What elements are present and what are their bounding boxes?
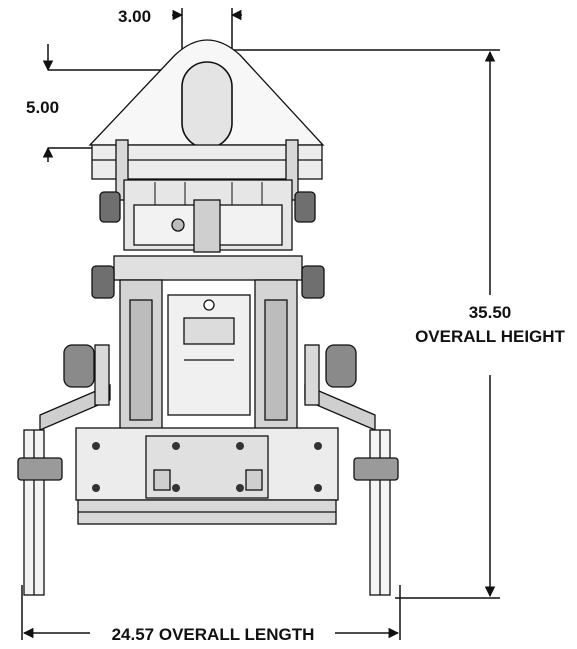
dimension-slot-offset-label: 5.00: [26, 98, 59, 117]
dimension-top-width-label: 3.00: [118, 7, 151, 26]
lifting-mechanism: [17, 39, 399, 596]
dimension-top-width: [172, 8, 242, 50]
dimension-length-label: 24.57 OVERALL LENGTH: [112, 625, 315, 644]
dimension-overall-height: [230, 49, 500, 599]
dimension-overall-length: [21, 585, 401, 640]
dimension-height-label: OVERALL HEIGHT: [415, 327, 565, 346]
dimension-height-value: 35.50: [469, 303, 512, 322]
lifting-slot: [181, 61, 233, 149]
